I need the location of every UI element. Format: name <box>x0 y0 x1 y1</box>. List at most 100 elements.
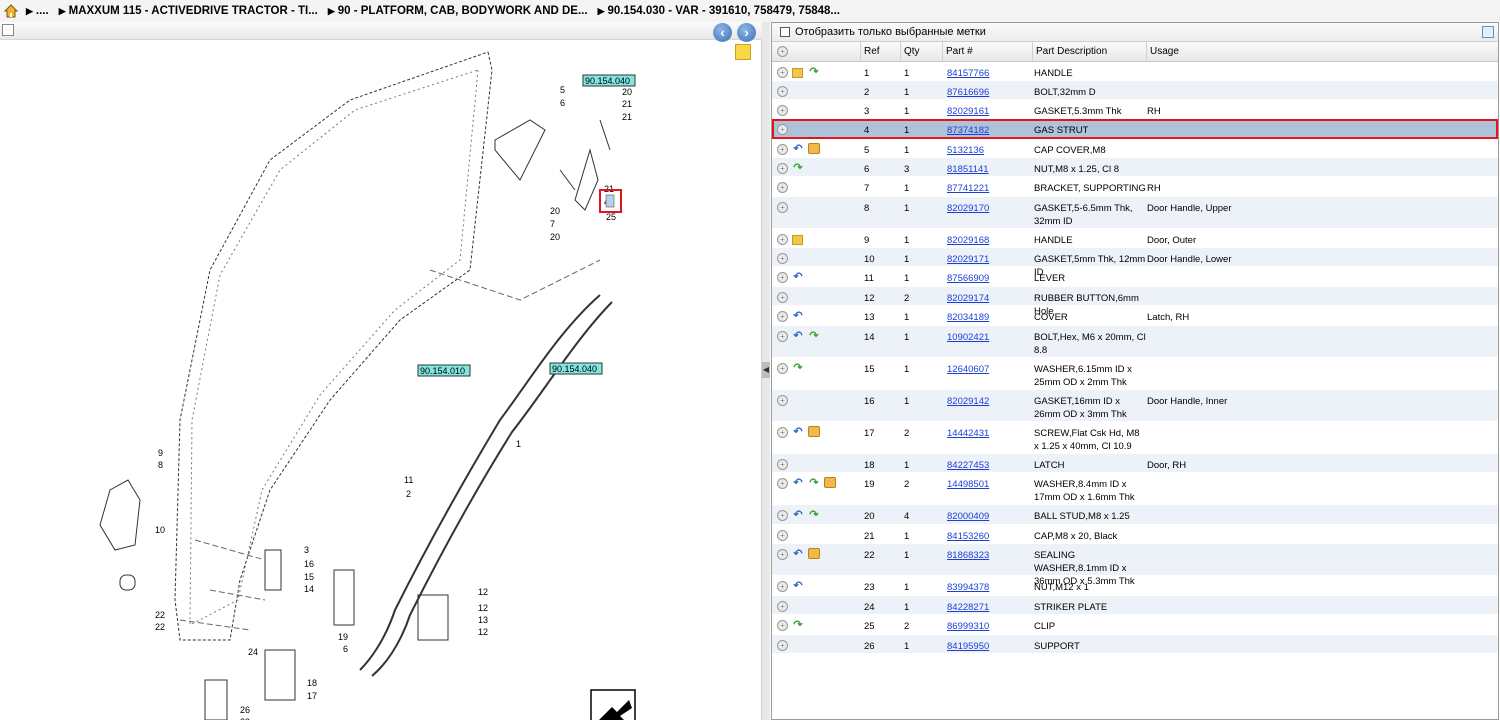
kit-icon[interactable] <box>808 548 820 559</box>
part-number-link[interactable]: 5132136 <box>947 145 984 156</box>
column-header-qty[interactable]: Qty <box>900 42 942 62</box>
part-number-link[interactable]: 84195950 <box>947 641 990 652</box>
part-number-link[interactable]: 82029170 <box>947 203 990 214</box>
replacement-icon[interactable]: ↷ <box>793 362 803 374</box>
previous-version-icon[interactable]: ↶ <box>793 310 803 322</box>
add-to-cart-icon[interactable]: + <box>777 530 788 541</box>
part-number-link[interactable]: 84227453 <box>947 460 990 471</box>
add-to-cart-icon[interactable]: + <box>777 601 788 612</box>
add-to-cart-icon[interactable]: + <box>777 144 788 155</box>
part-number-link[interactable]: 82000409 <box>947 511 990 522</box>
add-to-cart-icon[interactable]: + <box>777 459 788 470</box>
replacement-icon[interactable]: ↷ <box>809 509 819 521</box>
previous-version-icon[interactable]: ↶ <box>793 426 803 438</box>
add-to-cart-icon[interactable]: + <box>777 363 788 374</box>
part-number-link[interactable]: 87616696 <box>947 87 990 98</box>
add-to-cart-icon[interactable]: + <box>777 253 788 264</box>
part-number-link[interactable]: 87566909 <box>947 273 990 284</box>
column-header-part[interactable]: Part # <box>942 42 1032 62</box>
show-selected-only-checkbox[interactable] <box>780 27 790 37</box>
replacement-icon[interactable]: ↷ <box>809 477 819 489</box>
add-to-cart-icon[interactable]: + <box>777 581 788 592</box>
part-number-link[interactable]: 81851141 <box>947 164 989 175</box>
part-number-link[interactable]: 86999310 <box>947 621 990 632</box>
expand-all-icon[interactable]: + <box>777 46 788 57</box>
breadcrumb-item-root[interactable]: ▶.... <box>26 5 49 17</box>
part-number-link[interactable]: 82029171 <box>947 254 990 265</box>
part-number-link[interactable]: 87374182 <box>947 125 990 136</box>
home-icon[interactable] <box>4 4 18 18</box>
part-number-link[interactable]: 14498501 <box>947 479 990 490</box>
part-number-link[interactable]: 82029168 <box>947 235 990 246</box>
exit-icon[interactable] <box>2 24 14 36</box>
kit-icon[interactable] <box>808 143 820 154</box>
add-to-cart-icon[interactable]: + <box>777 427 788 438</box>
next-page-button[interactable]: › <box>737 23 756 42</box>
breadcrumb-item-group[interactable]: ▶90 - PLATFORM, CAB, BODYWORK AND DE... <box>327 5 588 17</box>
add-to-cart-icon[interactable]: + <box>777 311 788 322</box>
breadcrumb-item-model[interactable]: ▶MAXXUM 115 - ACTIVEDRIVE TRACTOR - TI..… <box>58 5 318 17</box>
part-number-link[interactable]: 12640607 <box>947 364 990 375</box>
part-number-link[interactable]: 87741221 <box>947 183 990 194</box>
replacement-icon[interactable]: ↷ <box>809 66 819 78</box>
part-number-link[interactable]: 10902421 <box>947 332 990 343</box>
column-header-description[interactable]: Part Description <box>1032 42 1146 62</box>
add-to-cart-icon[interactable]: + <box>777 478 788 489</box>
previous-version-icon[interactable]: ↶ <box>793 477 803 489</box>
part-number-link[interactable]: 82029174 <box>947 293 990 304</box>
replacement-icon[interactable]: ↷ <box>793 162 803 174</box>
previous-version-icon[interactable]: ↶ <box>793 143 803 155</box>
kit-icon[interactable] <box>824 477 836 488</box>
previous-version-icon[interactable]: ↶ <box>793 580 803 592</box>
add-to-cart-icon[interactable]: + <box>777 510 788 521</box>
part-number-link[interactable]: 82029142 <box>947 396 990 407</box>
previous-version-icon[interactable]: ↶ <box>793 548 803 560</box>
column-header-usage[interactable]: Usage <box>1146 42 1498 62</box>
part-number-link[interactable]: 82029161 <box>947 106 990 117</box>
add-to-cart-icon[interactable]: + <box>777 182 788 193</box>
add-to-cart-icon[interactable]: + <box>777 163 788 174</box>
part-number-link[interactable]: 84153260 <box>947 531 990 542</box>
add-to-cart-icon[interactable]: + <box>777 124 788 135</box>
document-icon[interactable] <box>792 235 803 245</box>
add-to-cart-icon[interactable]: + <box>777 640 788 651</box>
part-number-link[interactable]: 83994378 <box>947 582 990 593</box>
part-number-link[interactable]: 82034189 <box>947 312 990 323</box>
column-header-ref[interactable]: Ref <box>860 42 900 62</box>
add-to-cart-icon[interactable]: + <box>777 202 788 213</box>
add-to-cart-icon[interactable]: + <box>777 272 788 283</box>
part-number-link[interactable]: 81868323 <box>947 550 990 561</box>
pane-splitter[interactable]: ◀ <box>762 22 770 720</box>
part-number-link[interactable]: 84157766 <box>947 68 990 79</box>
add-to-cart-icon[interactable]: + <box>777 105 788 116</box>
exploded-diagram[interactable]: 90.154.040 90.154.010 90.154.040 1 2 3 4… <box>0 40 760 720</box>
previous-version-icon[interactable]: ↶ <box>793 271 803 283</box>
add-to-cart-icon[interactable]: + <box>777 234 788 245</box>
add-to-cart-icon[interactable]: + <box>777 620 788 631</box>
collapse-arrow-icon[interactable]: ◀ <box>762 362 770 378</box>
add-to-cart-icon[interactable]: + <box>777 549 788 560</box>
replacement-icon[interactable]: ↷ <box>793 619 803 631</box>
add-to-cart-icon[interactable]: + <box>777 395 788 406</box>
add-to-cart-icon[interactable]: + <box>777 67 788 78</box>
